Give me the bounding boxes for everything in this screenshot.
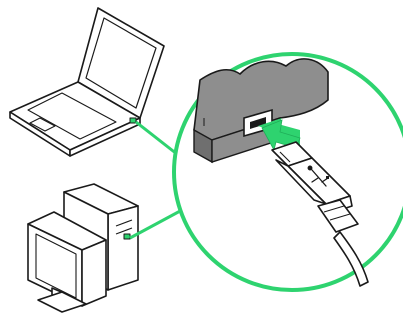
desktop-computer-icon [27,183,139,313]
zoom-detail [193,58,369,287]
usb-symbol-icon [307,165,329,187]
laptop-icon [9,7,165,157]
usb-plug-icon [271,141,369,287]
